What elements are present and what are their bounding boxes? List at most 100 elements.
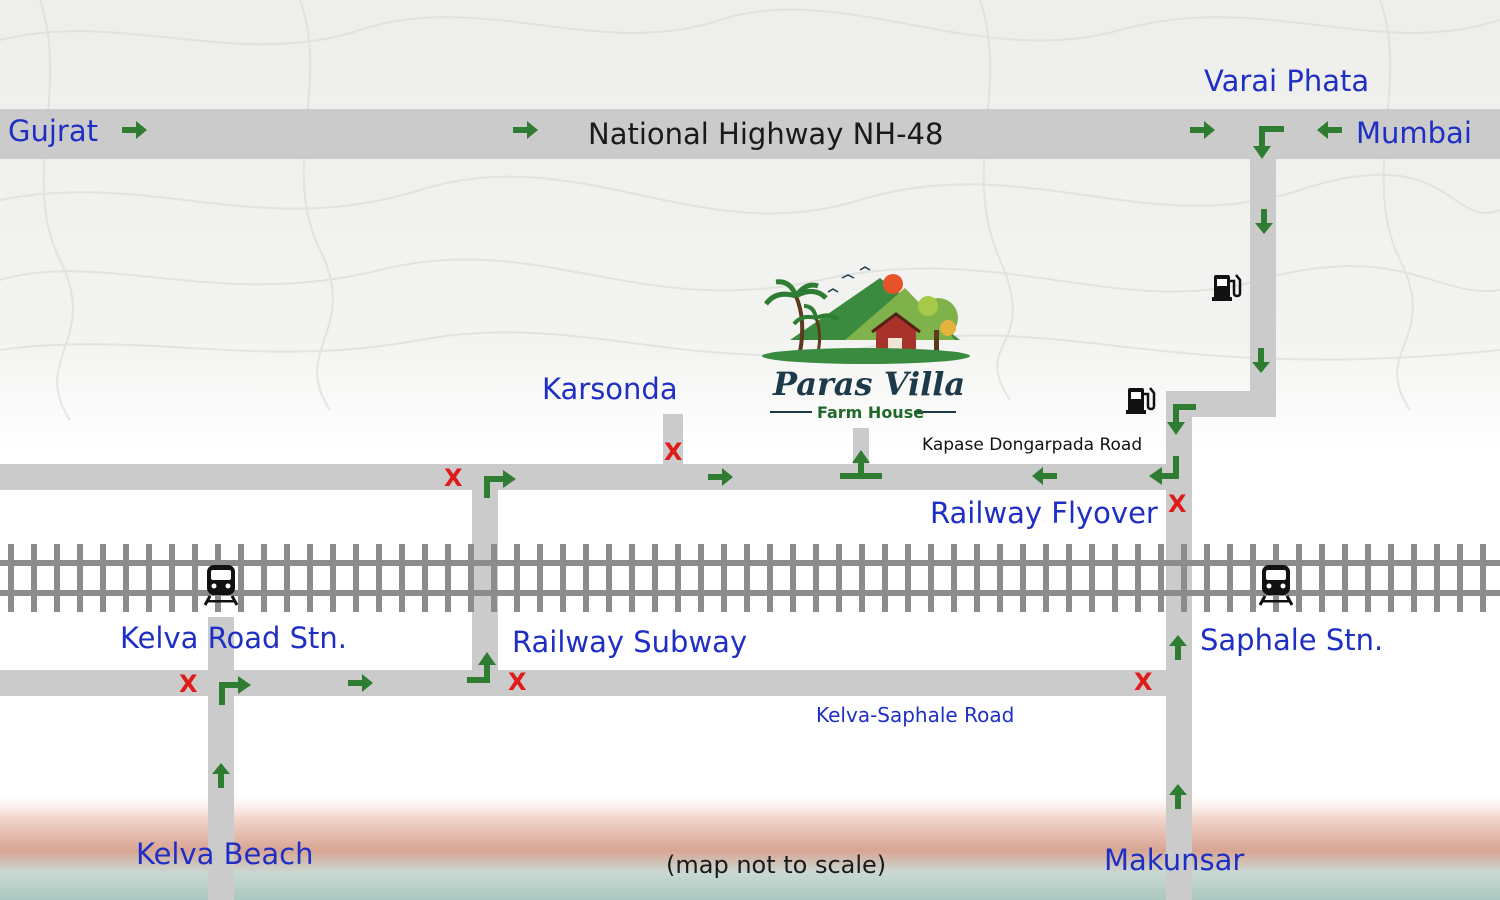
- blocked-marker: X: [664, 438, 683, 466]
- place-label-gujrat: Gujrat: [8, 114, 98, 148]
- logo-title: Paras Villa: [773, 365, 966, 403]
- rail-sleeper: [284, 544, 290, 612]
- rail-sleeper: [1204, 544, 1210, 612]
- rail-sleeper: [77, 544, 83, 612]
- rail-sleeper: [238, 544, 244, 612]
- rail-sleeper: [1480, 544, 1486, 612]
- place-label-railway-flyover: Railway Flyover: [930, 496, 1158, 530]
- upper-road: [0, 464, 1192, 490]
- rail-sleeper: [974, 544, 980, 612]
- rail-sleeper: [1296, 544, 1302, 612]
- turn-arrow-icon: [484, 470, 516, 498]
- blocked-marker: X: [508, 668, 527, 696]
- rail-sleeper: [675, 544, 681, 612]
- road-label-kelva-saphale: Kelva-Saphale Road: [816, 703, 1015, 727]
- turn-arrow-icon: [840, 450, 882, 479]
- rail-sleeper: [1066, 544, 1072, 612]
- place-label-mumbai: Mumbai: [1356, 116, 1472, 150]
- rail-sleeper: [8, 544, 14, 612]
- rail-sleeper: [399, 544, 405, 612]
- rail-sleeper: [560, 544, 566, 612]
- place-label-varai-phata: Varai Phata: [1204, 64, 1370, 98]
- palm-tree-icon: [794, 295, 805, 353]
- rail-sleeper: [1434, 544, 1440, 612]
- terrain-texture: [0, 0, 1500, 421]
- rail-sleeper: [307, 544, 313, 612]
- map-scale-note: (map not to scale): [666, 851, 887, 879]
- sun-icon: [883, 274, 903, 294]
- blocked-marker: X: [1134, 668, 1153, 696]
- turn-arrow-icon: [1253, 126, 1284, 159]
- kelva-beach-road: [208, 617, 234, 900]
- place-label-saphale-stn: Saphale Stn.: [1200, 623, 1384, 657]
- rail-sleeper: [169, 544, 175, 612]
- rail-sleeper: [629, 544, 635, 612]
- rail-sleeper: [951, 544, 957, 612]
- logo-subtitle: Farm House: [817, 403, 925, 422]
- train-icon: [1258, 565, 1294, 606]
- fuel-pump-icon: [1212, 274, 1242, 301]
- rail-sleeper: [537, 544, 543, 612]
- blocked-marker: X: [1168, 490, 1187, 518]
- rail-sleeper: [445, 544, 451, 612]
- rail-sleeper: [100, 544, 106, 612]
- turn-arrow-icon: [1149, 456, 1179, 485]
- rail-sleeper: [928, 544, 934, 612]
- rail-sleeper: [698, 544, 704, 612]
- rail-sleeper: [1135, 544, 1141, 612]
- blocked-marker: X: [179, 670, 198, 698]
- railway-track-icon: [0, 544, 1500, 612]
- rail-sleeper: [376, 544, 382, 612]
- kelva-saphale-road: [0, 670, 1192, 696]
- turn-arrow-icon: [1167, 404, 1196, 435]
- varai-connector-road: [1250, 132, 1276, 417]
- rail-sleeper: [491, 544, 497, 612]
- rail-sleeper: [744, 544, 750, 612]
- rail-sleeper: [123, 544, 129, 612]
- rail-sleeper: [882, 544, 888, 612]
- rail-sleeper: [1227, 544, 1233, 612]
- rail-sleeper: [813, 544, 819, 612]
- place-label-karsonda: Karsonda: [542, 372, 678, 406]
- rail-sleeper: [1043, 544, 1049, 612]
- train-icon: [203, 565, 239, 606]
- rail-sleeper: [1411, 544, 1417, 612]
- karsonda-spur: [663, 414, 683, 466]
- rail-sleeper: [422, 544, 428, 612]
- place-label-railway-subway: Railway Subway: [512, 625, 748, 659]
- rail-sleeper: [1365, 544, 1371, 612]
- rail-sleeper: [1181, 544, 1187, 612]
- rail-sleeper: [1250, 544, 1256, 612]
- rail-sleeper: [468, 544, 474, 612]
- rail-sleeper: [583, 544, 589, 612]
- rail-sleeper: [721, 544, 727, 612]
- rail-sleeper: [54, 544, 60, 612]
- rail-sleeper: [1089, 544, 1095, 612]
- rail-sleeper: [261, 544, 267, 612]
- rail-sleeper: [514, 544, 520, 612]
- rail-sleeper: [790, 544, 796, 612]
- farm-house-logo-graphic: [762, 266, 970, 413]
- turn-arrow-icon: [219, 676, 251, 705]
- place-label-kelva-road-stn: Kelva Road Stn.: [120, 621, 347, 655]
- road-label-nh48: National Highway NH-48: [588, 117, 944, 151]
- rail-sleeper: [353, 544, 359, 612]
- rail-sleeper: [192, 544, 198, 612]
- rail-sleeper: [606, 544, 612, 612]
- rail-sleeper: [330, 544, 336, 612]
- rail-sleeper: [146, 544, 152, 612]
- rail-sleeper: [859, 544, 865, 612]
- place-label-makunsar: Makunsar: [1104, 843, 1245, 877]
- rail-sleeper: [1388, 544, 1394, 612]
- road-label-kapase-dongarpada: Kapase Dongarpada Road: [922, 435, 1143, 455]
- rail-sleeper: [1342, 544, 1348, 612]
- rail-sleeper: [1020, 544, 1026, 612]
- blocked-marker: X: [444, 464, 463, 492]
- rail-sleeper: [652, 544, 658, 612]
- rail-sleeper: [1158, 544, 1164, 612]
- beach-strip: [0, 790, 1500, 900]
- rail-sleeper: [905, 544, 911, 612]
- fuel-pump-icon: [1126, 387, 1156, 414]
- turn-arrows: [219, 126, 1284, 705]
